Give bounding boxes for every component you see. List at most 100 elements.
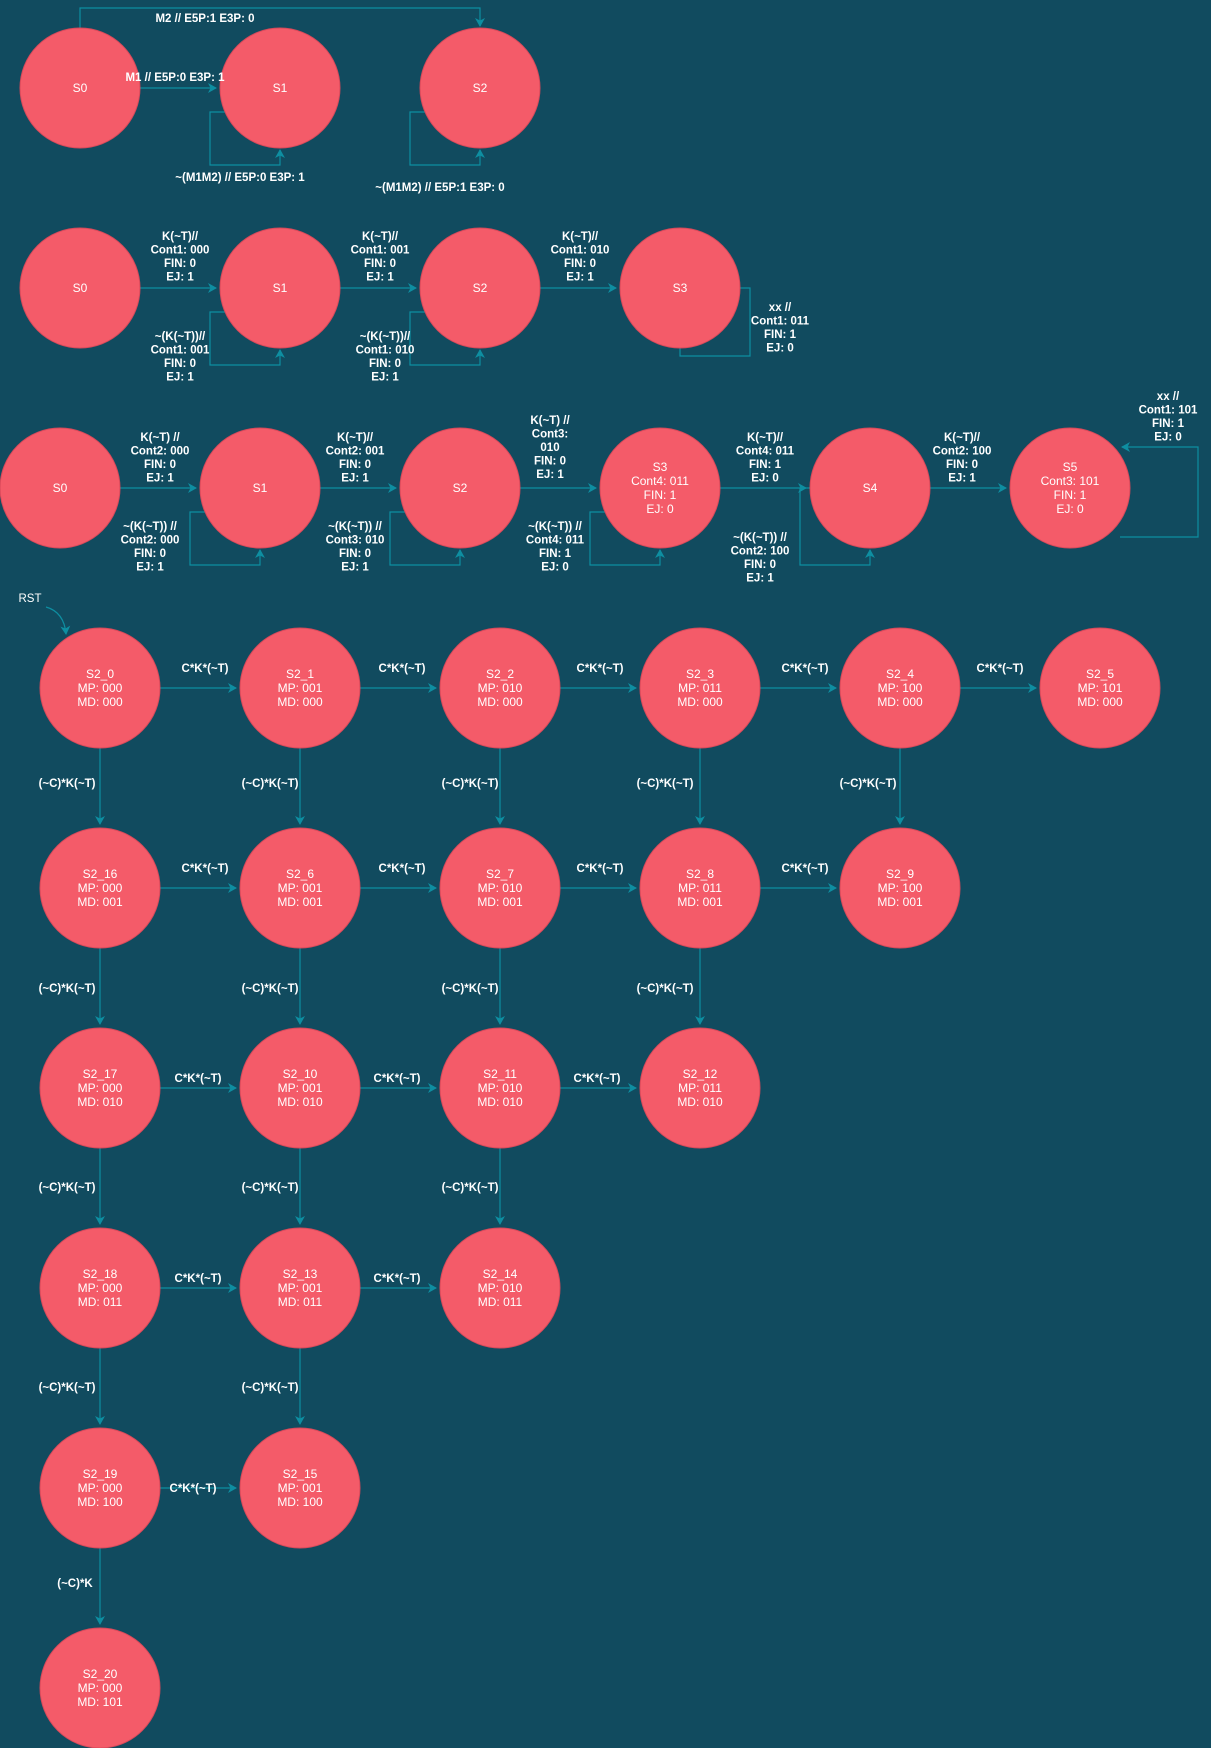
state-node-c-s4: S4 bbox=[809, 427, 931, 549]
state-circle bbox=[239, 627, 361, 749]
state-circle bbox=[239, 827, 361, 949]
transition-label: M1 // E5P:0 E3P: 1 bbox=[125, 72, 225, 84]
state-node-b-s1: S1 bbox=[219, 227, 341, 349]
state-circle bbox=[419, 227, 541, 349]
transition-label: (~C)*K(~T) bbox=[442, 778, 499, 790]
transition-label: (~C)*K bbox=[57, 1578, 93, 1590]
transition-b_s1-to-b_s1 bbox=[209, 311, 285, 366]
state-circle bbox=[1009, 427, 1131, 549]
transition-b_s3-to-b_s3 bbox=[675, 287, 751, 357]
transition-label: (~C)*K(~T) bbox=[442, 983, 499, 995]
reset-label: RST bbox=[19, 593, 42, 605]
state-label: S0 bbox=[73, 281, 88, 295]
state-circle bbox=[0, 427, 121, 549]
transition-label: C*K*(~T) bbox=[577, 863, 624, 875]
state-label: S2 bbox=[453, 481, 468, 495]
state-node-c-s0: S0 bbox=[0, 427, 121, 549]
transition-label: ~(M1M2) // E5P:1 E3P: 0 bbox=[375, 182, 504, 194]
transition-label: C*K*(~T) bbox=[182, 863, 229, 875]
state-node-c-s2: S2 bbox=[399, 427, 521, 549]
state-label: S2 bbox=[473, 81, 488, 95]
reset-arrow bbox=[45, 606, 71, 635]
transition-label: (~C)*K(~T) bbox=[39, 983, 96, 995]
transition-label: C*K*(~T) bbox=[374, 1073, 421, 1085]
transition-label: (~C)*K(~T) bbox=[242, 983, 299, 995]
transition-label: (~C)*K(~T) bbox=[242, 1182, 299, 1194]
state-circle bbox=[1039, 627, 1161, 749]
state-circle bbox=[239, 1027, 361, 1149]
transition-a_s2-to-a_s2 bbox=[409, 111, 485, 166]
state-circle bbox=[619, 227, 741, 349]
state-circle bbox=[19, 27, 141, 149]
transition-c_s1-to-c_s1 bbox=[189, 511, 265, 566]
state-circle bbox=[439, 627, 561, 749]
transition-label: (~C)*K(~T) bbox=[442, 1182, 499, 1194]
state-circle bbox=[639, 1027, 761, 1149]
state-circle bbox=[39, 1627, 161, 1748]
state-circle bbox=[639, 827, 761, 949]
transition-label: C*K*(~T) bbox=[175, 1073, 222, 1085]
transition-label: C*K*(~T) bbox=[182, 663, 229, 675]
transitions bbox=[79, 7, 1199, 1625]
state-label: S1 bbox=[253, 481, 268, 495]
transition-c_s4-to-c_s4 bbox=[799, 487, 875, 566]
transition-label: C*K*(~T) bbox=[379, 663, 426, 675]
state-circle bbox=[639, 627, 761, 749]
transition-a_s0-to-a_s2 bbox=[79, 7, 485, 35]
state-circle bbox=[39, 827, 161, 949]
transition-label: C*K*(~T) bbox=[782, 863, 829, 875]
state-label: S0 bbox=[73, 81, 88, 95]
state-circle bbox=[39, 1027, 161, 1149]
state-circle bbox=[599, 427, 721, 549]
transition-b_s2-to-b_s2 bbox=[409, 311, 485, 366]
state-circle bbox=[199, 427, 321, 549]
state-node-a-s2: S2 bbox=[419, 27, 541, 149]
state-circle bbox=[399, 427, 521, 549]
transition-c_s5-to-c_s5 bbox=[1120, 442, 1199, 538]
transition-label: C*K*(~T) bbox=[577, 663, 624, 675]
state-circle bbox=[419, 27, 541, 149]
state-node-b-s3: S3 bbox=[619, 227, 741, 349]
transition-label: C*K*(~T) bbox=[379, 863, 426, 875]
state-circle bbox=[39, 1427, 161, 1549]
state-label: S3 bbox=[673, 281, 688, 295]
state-circle bbox=[239, 1227, 361, 1349]
